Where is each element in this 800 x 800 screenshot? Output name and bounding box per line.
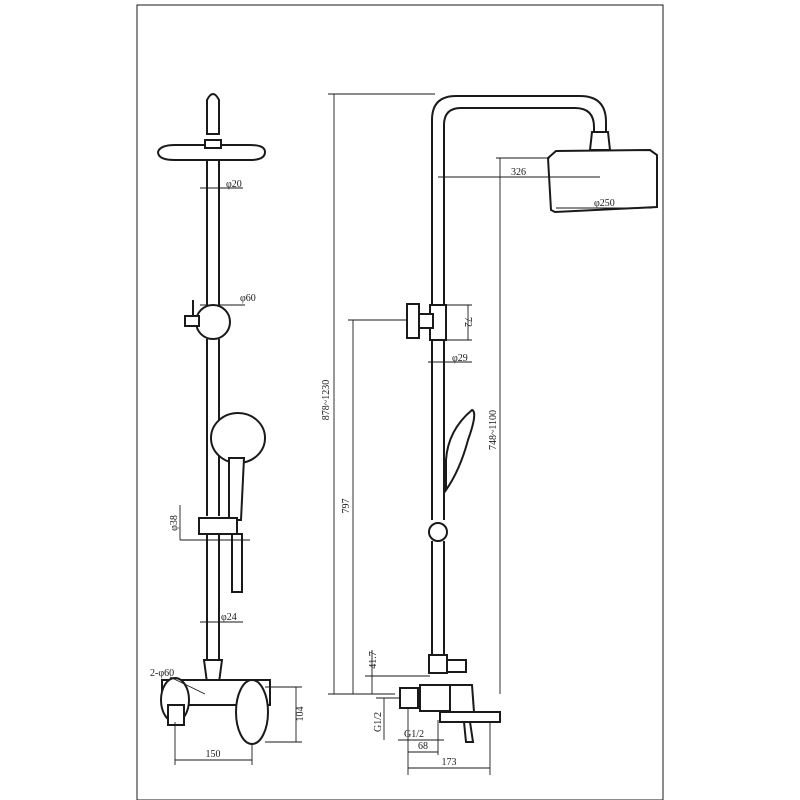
front-view [156,93,271,745]
side-holder-knob [406,303,420,339]
label-total-height: 878~1230 [321,380,332,420]
leader-handles [169,676,206,695]
side-head-connector [588,131,612,151]
label-holder-height: 797 [341,499,352,514]
side-handle-down [462,721,475,743]
label-height: 104 [295,707,306,722]
drawing-frame [136,4,664,800]
front-hand-shower-handle [228,457,246,521]
label-head-pipe: φ20 [226,179,242,190]
side-hand-shower [445,408,476,494]
label-head-dia: φ250 [594,198,615,209]
label-holder-offset: 72 [462,317,473,327]
side-mixer-body [419,684,451,712]
side-arm-inner [443,107,595,305]
side-holder-arm [418,313,434,329]
front-hand-shower-head [210,412,266,464]
side-slide-bracket [428,522,448,542]
label-outlet: G1/2 [404,729,424,740]
pipe-top-cap [206,93,220,135]
label-adjust-range: 748~1100 [488,410,499,450]
side-spout [439,711,501,723]
head-connector [204,139,222,149]
label-depth: 173 [442,757,457,768]
front-right-handle [235,679,269,745]
label-riser: φ24 [221,612,237,623]
front-slide-bar-lower [231,533,243,593]
front-holder-knob [184,315,200,327]
side-mixer-top [428,654,448,674]
label-reach: 326 [511,167,526,178]
side-mixer-lever [446,659,467,673]
front-holder-ring [195,304,231,340]
label-holder: φ60 [240,293,256,304]
side-mixer-knob [399,687,419,709]
label-slide-bar: φ38 [169,515,180,531]
label-width: 150 [206,749,221,760]
side-arm-outer [431,95,607,305]
side-mixer-handle [449,684,476,713]
label-handles: 2-φ60 [150,668,174,679]
side-dimensions: 878~1230 326 φ250 748~1100 72 φ29 797 41… [321,93,652,775]
side-shower-head [546,148,658,214]
label-spout: 68 [418,741,428,752]
front-left-handle-lever [167,704,185,726]
label-inlet: G1/2 [373,712,384,732]
front-slide-bar [198,517,238,535]
front-dimensions: φ20 φ60 φ38 φ24 2-φ60 104 150 [150,179,306,765]
label-spacing: 41.7 [368,651,379,669]
side-view [399,95,658,743]
front-shower-head [156,144,267,161]
label-riser-dia: φ29 [452,353,468,364]
